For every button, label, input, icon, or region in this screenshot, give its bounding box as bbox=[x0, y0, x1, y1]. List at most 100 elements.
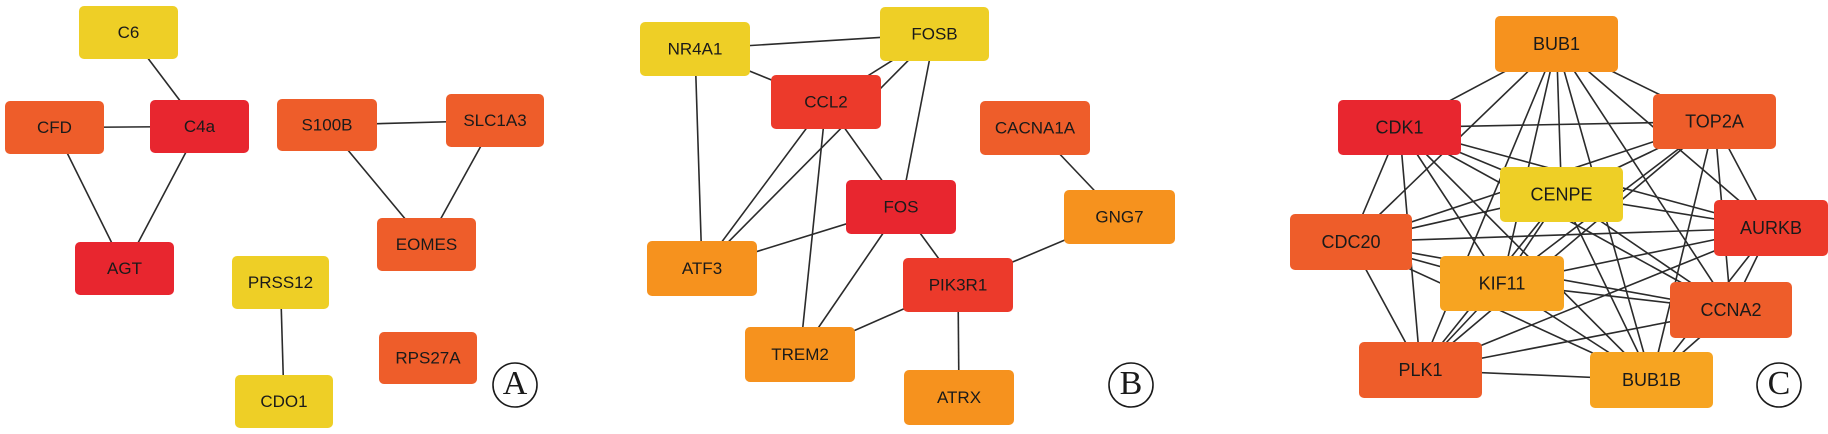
node-box bbox=[1714, 200, 1828, 256]
node-box bbox=[1495, 16, 1618, 72]
node-label: AURKB bbox=[1740, 218, 1802, 238]
node-label: FOSB bbox=[911, 24, 957, 43]
panel-label-circle bbox=[1756, 362, 1802, 408]
node-box bbox=[647, 241, 757, 296]
node-label: C4a bbox=[184, 117, 216, 136]
edge-cdk1-bub1b bbox=[1398, 126, 1653, 381]
node-rps27a: RPS27A bbox=[379, 332, 477, 384]
node-box bbox=[1653, 94, 1776, 149]
panel-label-circle bbox=[1108, 362, 1154, 408]
node-ccna2: CCNA2 bbox=[1670, 282, 1792, 338]
node-box bbox=[980, 101, 1090, 155]
node-box bbox=[1440, 256, 1564, 311]
node-bub1b: BUB1B bbox=[1590, 352, 1713, 408]
node-prss12: PRSS12 bbox=[232, 256, 329, 309]
node-label: TOP2A bbox=[1685, 111, 1744, 131]
node-gng7: GNG7 bbox=[1064, 190, 1175, 244]
node-box bbox=[377, 218, 476, 271]
node-label: CDO1 bbox=[260, 392, 307, 411]
node-label: CACNA1A bbox=[995, 118, 1076, 137]
node-box bbox=[5, 101, 104, 154]
node-label: BUB1 bbox=[1533, 34, 1580, 54]
node-label: ATF3 bbox=[682, 259, 722, 278]
panel-label-circle bbox=[492, 362, 538, 408]
node-box bbox=[903, 258, 1013, 312]
node-box bbox=[1670, 282, 1792, 338]
node-label: ATRX bbox=[937, 388, 981, 407]
node-box bbox=[150, 100, 249, 153]
panel-letter: C bbox=[1768, 365, 1791, 402]
node-label: C6 bbox=[118, 23, 140, 42]
node-ccl2: CCL2 bbox=[771, 75, 881, 129]
node-box bbox=[379, 332, 477, 384]
panel-label-a: A bbox=[492, 362, 538, 408]
node-box bbox=[1590, 352, 1713, 408]
node-c4a: C4a bbox=[150, 100, 249, 153]
node-label: NR4A1 bbox=[668, 39, 723, 58]
node-box bbox=[1290, 214, 1412, 270]
node-label: AGT bbox=[107, 259, 142, 278]
node-box bbox=[79, 6, 178, 59]
node-agt: AGT bbox=[75, 242, 174, 295]
node-label: EOMES bbox=[396, 235, 457, 254]
node-label: PLK1 bbox=[1398, 360, 1442, 380]
node-label: CENPE bbox=[1530, 184, 1592, 204]
node-box bbox=[1338, 100, 1461, 155]
node-c6: C6 bbox=[79, 6, 178, 59]
node-box bbox=[640, 22, 750, 76]
panel-labels: A B C bbox=[492, 362, 1802, 408]
node-box bbox=[745, 327, 855, 382]
node-fosb: FOSB bbox=[880, 7, 989, 61]
node-box bbox=[1359, 342, 1482, 398]
node-cacna1a: CACNA1A bbox=[980, 101, 1090, 155]
node-label: CDK1 bbox=[1375, 117, 1423, 137]
node-label: TREM2 bbox=[771, 345, 829, 364]
panel-label-c: C bbox=[1756, 362, 1802, 408]
node-s100b: S100B bbox=[277, 99, 377, 151]
edge-top2a-plk1 bbox=[1419, 120, 1716, 371]
node-label: GNG7 bbox=[1095, 207, 1143, 226]
node-label: BUB1B bbox=[1622, 370, 1681, 390]
node-box bbox=[846, 180, 956, 234]
node-cenpe: CENPE bbox=[1500, 167, 1623, 222]
panel-letter: B bbox=[1120, 365, 1143, 402]
node-cfd: CFD bbox=[5, 101, 104, 154]
node-cdc20: CDC20 bbox=[1290, 214, 1412, 270]
node-cdo1: CDO1 bbox=[235, 375, 333, 428]
node-aurkb: AURKB bbox=[1714, 200, 1828, 256]
node-box bbox=[446, 94, 544, 147]
node-box bbox=[880, 7, 989, 61]
edge-cdc20-aurkb bbox=[1350, 227, 1772, 243]
node-plk1: PLK1 bbox=[1359, 342, 1482, 398]
edge-fosb-fos bbox=[900, 33, 936, 208]
node-label: SLC1A3 bbox=[463, 111, 526, 130]
node-box bbox=[904, 370, 1014, 425]
node-atrx: ATRX bbox=[904, 370, 1014, 425]
edge-bub1-plk1 bbox=[1419, 43, 1558, 371]
node-label: CFD bbox=[37, 118, 72, 137]
node-box bbox=[232, 256, 329, 309]
node-label: RPS27A bbox=[395, 348, 461, 367]
edge-bub1-kif11 bbox=[1501, 43, 1558, 284]
node-nr4a1: NR4A1 bbox=[640, 22, 750, 76]
node-box bbox=[277, 99, 377, 151]
edge-nr4a1-atf3 bbox=[694, 48, 703, 269]
node-cdk1: CDK1 bbox=[1338, 100, 1461, 155]
node-top2a: TOP2A bbox=[1653, 94, 1776, 149]
edge-fosb-atf3 bbox=[701, 33, 936, 270]
node-box bbox=[771, 75, 881, 129]
edge-ccl2-atf3 bbox=[701, 101, 827, 269]
node-slc1a3: SLC1A3 bbox=[446, 94, 544, 147]
node-label: CCL2 bbox=[804, 92, 847, 111]
node-label: CCNA2 bbox=[1700, 300, 1761, 320]
node-box bbox=[235, 375, 333, 428]
node-box bbox=[1500, 167, 1623, 222]
node-pik3r1: PIK3R1 bbox=[903, 258, 1013, 312]
node-eomes: EOMES bbox=[377, 218, 476, 271]
node-box bbox=[75, 242, 174, 295]
node-trem2: TREM2 bbox=[745, 327, 855, 382]
node-box bbox=[1064, 190, 1175, 244]
node-label: S100B bbox=[301, 115, 352, 134]
